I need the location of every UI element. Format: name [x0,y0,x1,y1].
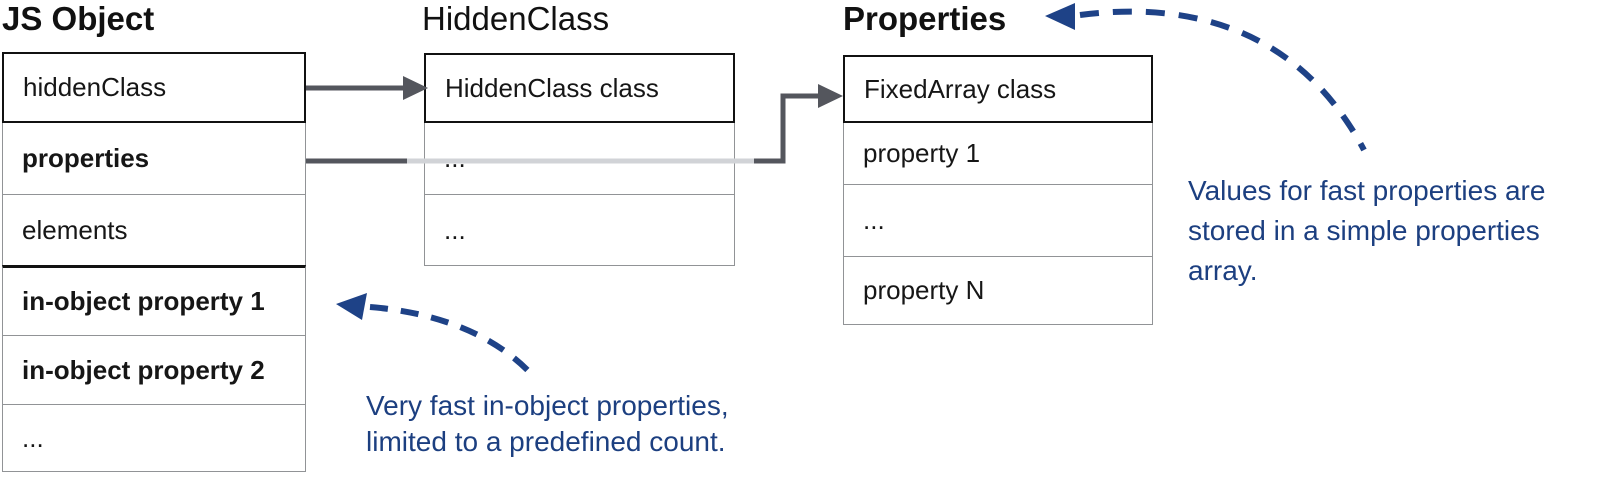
note-line: Values for fast properties are [1188,175,1546,206]
arrow-hiddenclass-to-hiddenclass [306,76,428,100]
table-row: in-object property 1 [2,265,306,336]
table-row: FixedArray class [843,55,1153,123]
hiddenclass-table: HiddenClass class ... ... [424,53,735,266]
hiddenclass-title: HiddenClass [422,0,610,37]
note-inobject-properties: Very fast in-object properties, limited … [366,388,729,460]
dashed-arrow-inobject-note [336,293,538,380]
note-line: Very fast in-object properties, [366,390,729,421]
table-row: HiddenClass class [424,53,735,123]
note-fast-properties: Values for fast properties are stored in… [1188,171,1545,291]
table-row: property 1 [843,122,1153,185]
note-line: stored in a simple properties [1188,215,1540,246]
table-row: ... [424,194,735,266]
table-row: properties [2,122,306,195]
table-row: elements [2,194,306,266]
properties-title: Properties [843,0,1007,37]
table-row: property N [843,256,1153,325]
js-object-title: JS Object [2,0,155,37]
table-row: ... [843,184,1153,257]
properties-table: FixedArray class property 1 ... property… [843,55,1153,325]
table-row: ... [2,404,306,472]
table-row: ... [424,122,735,195]
note-line: array. [1188,255,1258,286]
note-line: limited to a predefined count. [366,426,726,457]
table-row: hiddenClass [2,52,306,123]
js-object-table: hiddenClass properties elements in-objec… [2,52,306,472]
table-row: in-object property 2 [2,335,306,405]
